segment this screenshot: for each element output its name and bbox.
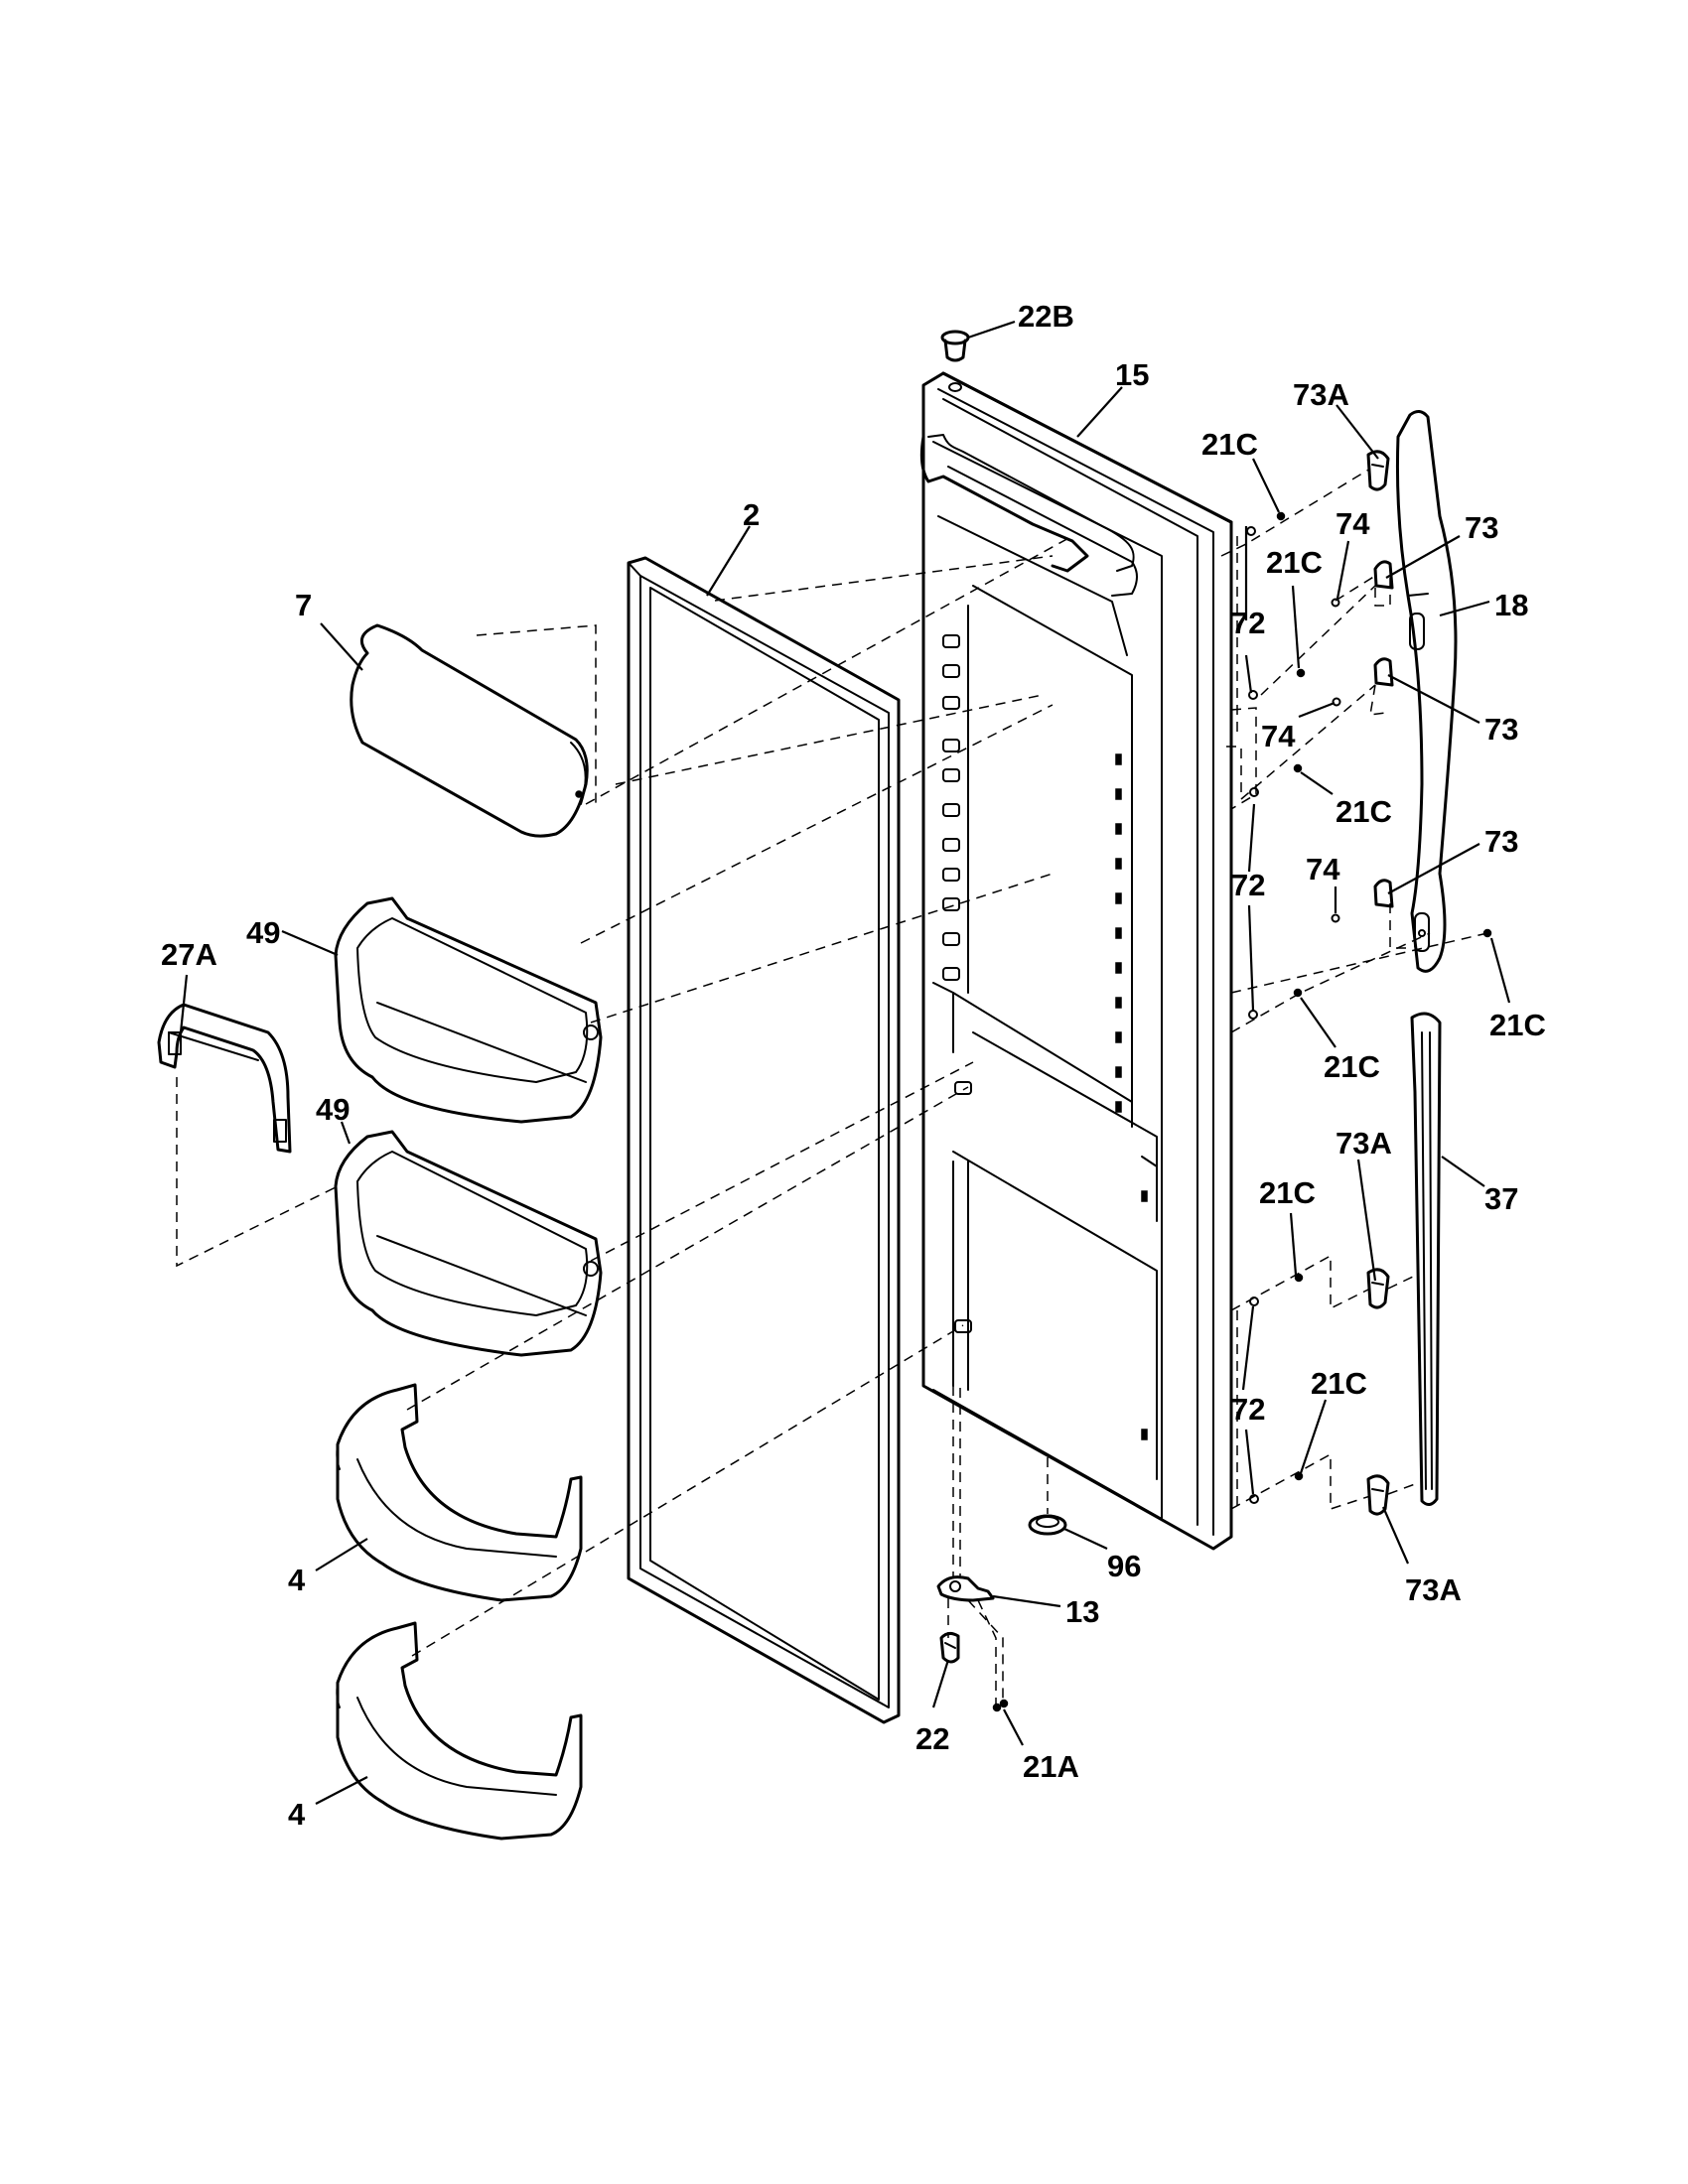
callout-73A-bot: 73A [1405,1572,1462,1607]
callout-73-1: 73 [1465,510,1498,545]
bottom-plug [1028,1514,1067,1536]
door-handle-lower [1410,1012,1442,1506]
callout-74-2: 74 [1261,719,1296,753]
callout-7: 7 [295,588,312,622]
bottom-hinge-bracket [936,1575,995,1602]
dairy-door [350,623,589,838]
callout-4-2: 4 [288,1797,306,1832]
callout-2: 2 [743,497,760,532]
callout-72-2: 72 [1231,868,1265,902]
callout-73A-mid: 73A [1336,1126,1392,1160]
callout-22B: 22B [1018,299,1074,334]
callout-21C-2: 21C [1266,545,1323,580]
callout-73-3: 73 [1484,824,1518,859]
bin-handle [157,1003,292,1154]
callout-22: 22 [915,1721,949,1756]
callout-21C-4: 21C [1489,1008,1546,1042]
callout-74-1: 74 [1336,506,1370,541]
door-bin-upper [334,896,603,1124]
callout-73-2: 73 [1484,712,1518,747]
handle-bracket-73A-mid [1366,1268,1390,1309]
callout-21C-5: 21C [1324,1049,1380,1084]
shelf-bin-upper [336,1383,583,1602]
callout-13: 13 [1065,1594,1099,1629]
handle-bracket-73A-bot [1366,1474,1390,1516]
callout-72-1: 72 [1231,606,1265,640]
callout-21C-6: 21C [1259,1175,1316,1210]
handle-clip-73-a [1373,560,1394,590]
callout-72-3: 72 [1231,1392,1265,1427]
callout-74-3: 74 [1306,852,1340,887]
callout-27A: 27A [161,937,217,972]
callout-21C-3: 21C [1336,794,1392,829]
top-bushing [940,330,970,362]
handle-bracket-73A-top [1366,450,1390,491]
handle-clip-73-b [1373,657,1394,687]
callout-21A: 21A [1023,1749,1079,1784]
bottom-bushing [939,1631,960,1664]
callout-49-2: 49 [316,1092,350,1127]
callout-4-1: 4 [288,1563,306,1597]
callout-21C-1: 21C [1201,427,1258,462]
callout-15: 15 [1115,357,1149,392]
door-gasket [627,556,901,1724]
leader-lines [179,320,1511,1805]
handle-clip-73-c [1373,879,1394,908]
assembly-lines [176,468,1488,1706]
door-handle-upper [1395,410,1458,973]
callout-37: 37 [1484,1181,1518,1216]
shelf-pegs [942,634,972,1333]
callout-73A-top: 73A [1293,377,1349,412]
callout-21C-7: 21C [1311,1366,1367,1401]
callout-49-1: 49 [246,915,280,950]
side-rail-pegs [1115,753,1148,1440]
shelf-bin-lower [336,1621,583,1841]
door-frame [919,371,1233,1551]
callout-labels: 22B 15 73A 21C 2 74 73 21C 7 18 72 74 73… [161,299,1546,1832]
door-bin-lower [334,1130,603,1357]
callout-96: 96 [1107,1549,1141,1583]
callout-18: 18 [1494,588,1528,622]
